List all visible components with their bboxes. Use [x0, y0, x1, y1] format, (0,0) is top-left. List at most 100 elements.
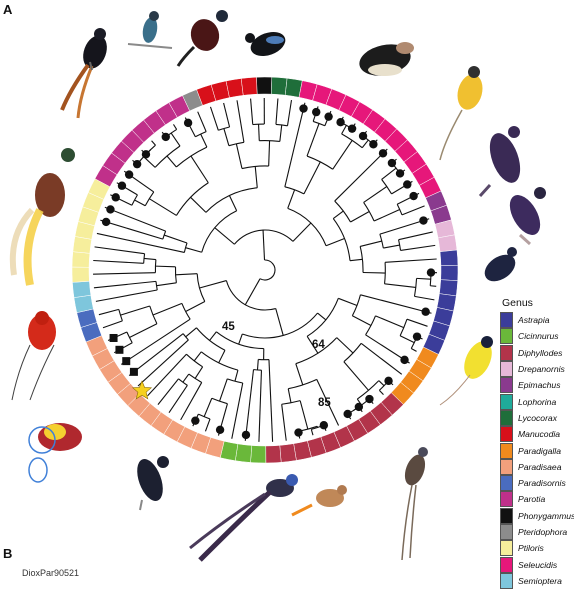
- tip-square: [122, 357, 130, 365]
- tree-branch: [204, 398, 212, 416]
- tree-branch: [96, 290, 157, 301]
- tree-branch: [269, 360, 273, 442]
- tip-dot: [133, 160, 141, 168]
- tip-dot: [343, 410, 351, 418]
- tree-branch: [157, 283, 177, 286]
- figure-id-label: DioxPar90521: [22, 568, 79, 578]
- legend-item: Astrapia: [500, 312, 574, 328]
- tip-dot: [162, 133, 170, 141]
- legend-item: Paradisaea: [500, 459, 574, 475]
- tree-arc: [182, 303, 190, 319]
- legend-swatch: [500, 540, 513, 556]
- tree-branch: [99, 309, 119, 314]
- legend-item: Drepanornis: [500, 361, 574, 377]
- tip-dot: [427, 268, 435, 276]
- tip-dot: [106, 205, 114, 213]
- tree-branch: [191, 197, 206, 212]
- bird-illustration: [13, 148, 75, 285]
- ring-segment: [256, 77, 271, 94]
- tree-branch: [350, 259, 362, 260]
- tree-branch: [186, 328, 197, 337]
- legend-swatch: [500, 508, 513, 524]
- tree-branch: [93, 273, 155, 275]
- tree-branch: [186, 301, 205, 311]
- tip-dot: [413, 332, 421, 340]
- legend-swatch: [500, 524, 513, 540]
- tree-branch: [304, 162, 320, 194]
- tree-branch: [152, 141, 156, 146]
- tip-dot: [125, 170, 133, 178]
- legend-item: Pteridophora: [500, 524, 574, 540]
- legend-item: Ptiloris: [500, 540, 574, 556]
- legend-label: Seleucidis: [518, 560, 557, 570]
- legend-label: Cicinnurus: [518, 331, 559, 341]
- tree-branch: [245, 279, 260, 305]
- legend-item: Paradigalla: [500, 442, 574, 458]
- tree-branch: [201, 134, 207, 147]
- legend-swatch: [500, 459, 513, 475]
- tree-branch: [93, 261, 143, 264]
- bird-illustration: [132, 456, 169, 510]
- node-label: 45: [222, 321, 235, 333]
- tip-dot: [294, 428, 302, 436]
- tree-arc: [144, 254, 145, 264]
- ring-segment: [72, 281, 90, 297]
- tip-dot: [403, 180, 411, 188]
- tree-branch: [363, 272, 385, 273]
- tree-arc: [132, 195, 138, 205]
- tree-branch: [205, 419, 210, 431]
- tree-branch: [210, 107, 218, 130]
- tip-dot: [419, 216, 427, 224]
- ring-segment: [226, 78, 243, 97]
- tree-branch: [135, 200, 146, 206]
- tree-branch: [167, 156, 176, 167]
- legend-label: Epimachus: [518, 380, 561, 390]
- tree-branch: [263, 230, 264, 260]
- ring-segment: [271, 77, 287, 95]
- tree-branch: [407, 319, 428, 326]
- tip-dot: [142, 150, 150, 158]
- tree-branch: [97, 233, 184, 252]
- tree-branch: [287, 100, 291, 126]
- tree-branch: [224, 129, 229, 146]
- tree-branch: [215, 228, 235, 245]
- bird-illustration: [178, 10, 228, 66]
- legend-title: Genus: [502, 297, 574, 309]
- tree-arc: [189, 374, 202, 382]
- tree-branch: [417, 278, 431, 279]
- tip-dot: [191, 416, 199, 424]
- tree-branch: [237, 100, 244, 142]
- tree-branch: [342, 125, 347, 134]
- tip-dot: [384, 377, 392, 385]
- tree-branch: [360, 241, 382, 246]
- genus-color-ring: [72, 77, 458, 463]
- tree-branch: [399, 232, 433, 240]
- legend-item: Epimachus: [500, 377, 574, 393]
- legend-label: Astrapia: [518, 315, 550, 325]
- ring-segment: [235, 444, 252, 463]
- bird-illustration: [128, 11, 172, 48]
- tree-branch: [236, 144, 242, 169]
- tree-branch: [269, 141, 270, 166]
- legend-item: Cicinnurus: [500, 328, 574, 344]
- tree-branch: [385, 259, 437, 262]
- tree-branch: [307, 123, 319, 156]
- tree-arc: [198, 414, 210, 419]
- tree-branch: [251, 99, 253, 125]
- bird-illustration: [12, 311, 56, 400]
- legend-item: Paradisornis: [500, 475, 574, 491]
- tree-arc: [195, 132, 206, 137]
- tree-arc: [260, 260, 275, 280]
- tree-branch: [95, 247, 145, 254]
- legend-item: Diphyllodes: [500, 345, 574, 361]
- tree-branch: [338, 298, 357, 305]
- tree-branch: [430, 286, 436, 287]
- tree-branch: [164, 235, 187, 243]
- legend-item: Lycocorax: [500, 410, 574, 426]
- legend-swatch: [500, 361, 513, 377]
- tree-branch: [195, 367, 202, 379]
- tree-arc: [186, 354, 202, 367]
- legend-swatch: [500, 557, 513, 573]
- legend-label: Paradisornis: [518, 478, 566, 488]
